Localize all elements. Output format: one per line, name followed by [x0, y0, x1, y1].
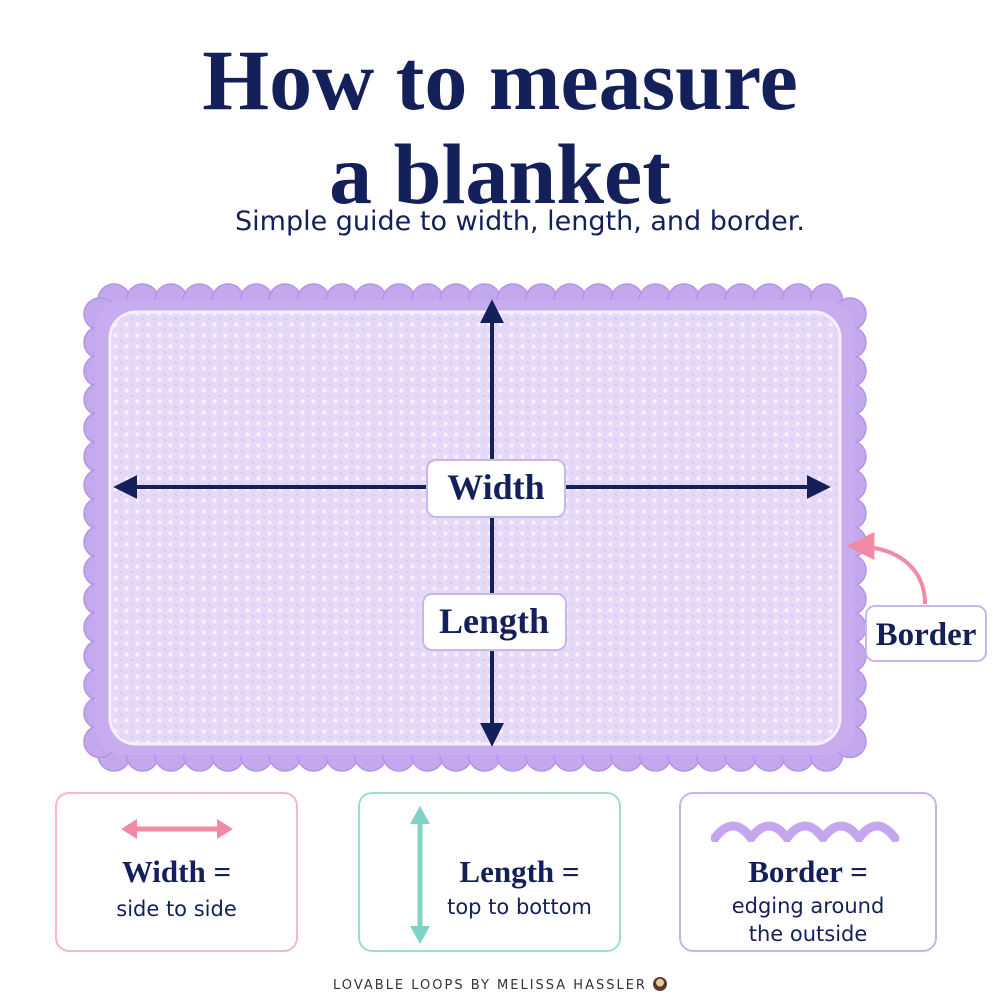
- border-card-description-line-2: the outside: [748, 922, 868, 946]
- length-label-box: Length: [422, 593, 567, 651]
- page-subtitle: Simple guide to width, length, and borde…: [235, 206, 805, 237]
- credit-footer: LOVABLE LOOPS BY MELISSA HASSLER: [0, 977, 1000, 993]
- width-explanation-card: Width = side to side: [55, 792, 298, 952]
- length-card-heading: Length =: [459, 854, 580, 889]
- scallop-edge-icon: [711, 821, 900, 842]
- page-title-line-2: a blanket: [329, 126, 671, 222]
- blanket-body: [108, 310, 842, 746]
- width-label-box: Width: [426, 459, 566, 518]
- width-label: Width: [447, 467, 544, 507]
- credit-text: LOVABLE LOOPS BY MELISSA HASSLER: [333, 978, 647, 993]
- border-card-description-line-1: edging around: [731, 894, 885, 918]
- double-arrow-vertical-icon: [410, 806, 430, 944]
- width-card-description: side to side: [116, 897, 237, 921]
- border-explanation-card: Border = edging around the outside: [679, 792, 937, 952]
- border-card-heading: Border =: [748, 854, 868, 889]
- length-explanation-card: Length = top to bottom: [358, 792, 621, 952]
- page-title-line-1: How to measure: [202, 32, 798, 128]
- border-label: Border: [876, 617, 977, 653]
- double-arrow-horizontal-icon: [121, 819, 233, 839]
- border-label-box: Border: [865, 605, 987, 662]
- length-label: Length: [439, 601, 549, 641]
- length-card-description: top to bottom: [447, 895, 592, 919]
- blanket-diagram: Width Length Border: [83, 283, 987, 772]
- width-card-heading: Width =: [121, 854, 232, 889]
- border-pointer-arrow: [846, 532, 927, 605]
- author-avatar: [652, 977, 667, 991]
